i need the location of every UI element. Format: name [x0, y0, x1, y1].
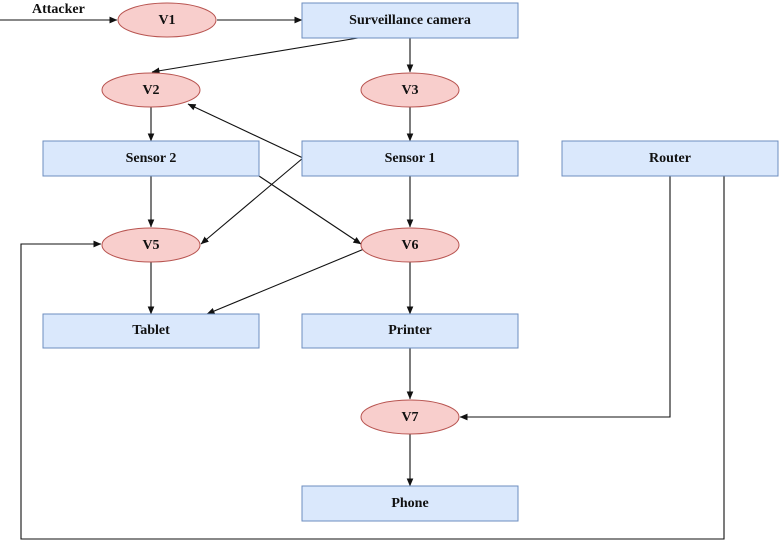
edge-v6-tablet — [206, 248, 365, 315]
device-node-sensor-2: Sensor 2 — [42, 140, 260, 177]
device-node-sensor-1: Sensor 1 — [301, 140, 519, 177]
vuln-label-v7: V7 — [401, 410, 418, 425]
vuln-node-v1: V1 — [117, 2, 217, 38]
device-nodes: Surveillance camera Sensor 2 Sensor 1 Ro… — [42, 2, 779, 522]
vuln-label-v2: V2 — [142, 83, 159, 98]
attacker-label: Attacker — [32, 2, 85, 17]
device-node-phone: Phone — [301, 485, 519, 522]
edges — [0, 16, 725, 540]
vuln-node-v7: V7 — [360, 399, 460, 435]
vuln-label-v3: V3 — [401, 83, 418, 98]
edge-router-v5 — [20, 176, 725, 540]
vulnerability-nodes: V1 V2 V3 V5 V6 V7 — [101, 2, 460, 435]
device-node-router: Router — [561, 140, 779, 177]
edge-sensor1-v2 — [187, 103, 304, 159]
device-node-printer: Printer — [301, 313, 519, 349]
device-label-sensor-2: Sensor 2 — [126, 151, 177, 166]
vuln-node-v2: V2 — [101, 72, 201, 108]
device-label-surveillance-camera: Surveillance camera — [349, 13, 471, 28]
device-label-printer: Printer — [388, 323, 432, 338]
edge-camera-v2 — [151, 37, 359, 75]
edge-router-v7 — [459, 176, 671, 421]
device-label-sensor-1: Sensor 1 — [385, 151, 436, 166]
vuln-node-v6: V6 — [360, 227, 460, 263]
vuln-label-v5: V5 — [142, 238, 159, 253]
vuln-label-v6: V6 — [401, 238, 418, 253]
device-node-tablet: Tablet — [42, 313, 260, 349]
vuln-node-v3: V3 — [360, 72, 460, 108]
device-label-router: Router — [649, 151, 691, 166]
device-label-phone: Phone — [391, 496, 428, 511]
vuln-node-v5: V5 — [101, 227, 201, 263]
vuln-label-v1: V1 — [158, 13, 175, 28]
edge-sensor1-v5 — [200, 157, 304, 245]
device-node-surveillance-camera: Surveillance camera — [301, 2, 519, 39]
edge-sensor2-v6 — [258, 175, 362, 245]
device-label-tablet: Tablet — [132, 323, 170, 338]
